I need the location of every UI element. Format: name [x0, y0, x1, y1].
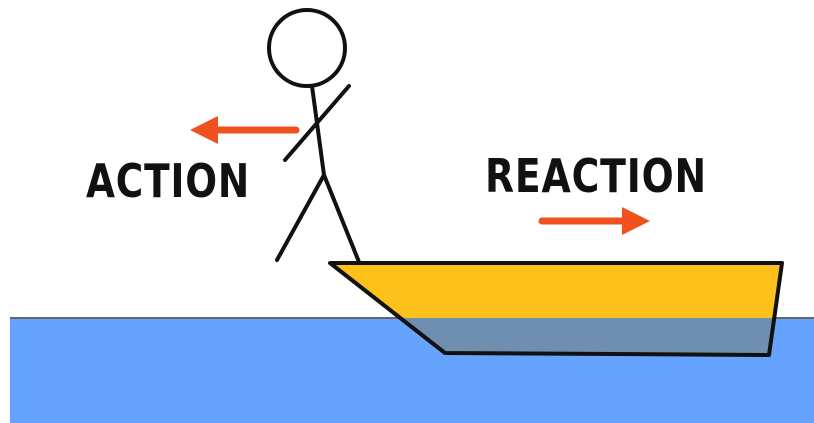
stick-figure-arm [285, 86, 349, 160]
reaction-label: REACTION [485, 149, 707, 203]
stick-figure-head [269, 10, 345, 86]
boat-hull-above-water [330, 263, 782, 318]
stick-figure-left-leg [277, 175, 324, 260]
stick-figure-right-leg [324, 175, 359, 262]
arrow-right-icon [542, 207, 650, 235]
boat-hull-submerged [402, 318, 775, 355]
stick-figure-body [312, 86, 324, 175]
action-label: ACTION [86, 154, 250, 208]
stick-figure-icon [269, 10, 359, 262]
arrow-left-icon [190, 116, 296, 144]
